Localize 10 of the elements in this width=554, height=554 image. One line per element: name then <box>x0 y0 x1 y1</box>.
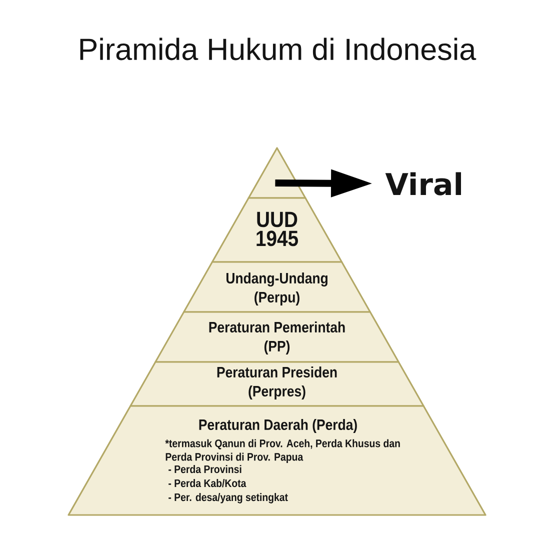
pyramid-layer: Peraturan Pemerintah (PP) <box>154 311 400 363</box>
list-item: - Per. desa/yang setingkat <box>168 493 288 504</box>
callout-text: Viral <box>385 172 461 196</box>
title: Piramida Hukum di Indonesia <box>80 38 476 60</box>
footnote-text: *termasuk Qanun di Prov. Aceh, Perda Khusus dan Perda Provinsi di Prov. Papua <box>165 439 400 463</box>
list-item: - Perda Kab/Kota <box>168 479 246 488</box>
pyramid-layer: Undang-Undang (Perpu) <box>183 261 371 313</box>
list-item: - Perda Provinsi <box>168 465 242 474</box>
pyramid-apex <box>248 147 306 199</box>
pyramid-layer: Peraturan Presiden (Perpres) <box>130 361 424 407</box>
